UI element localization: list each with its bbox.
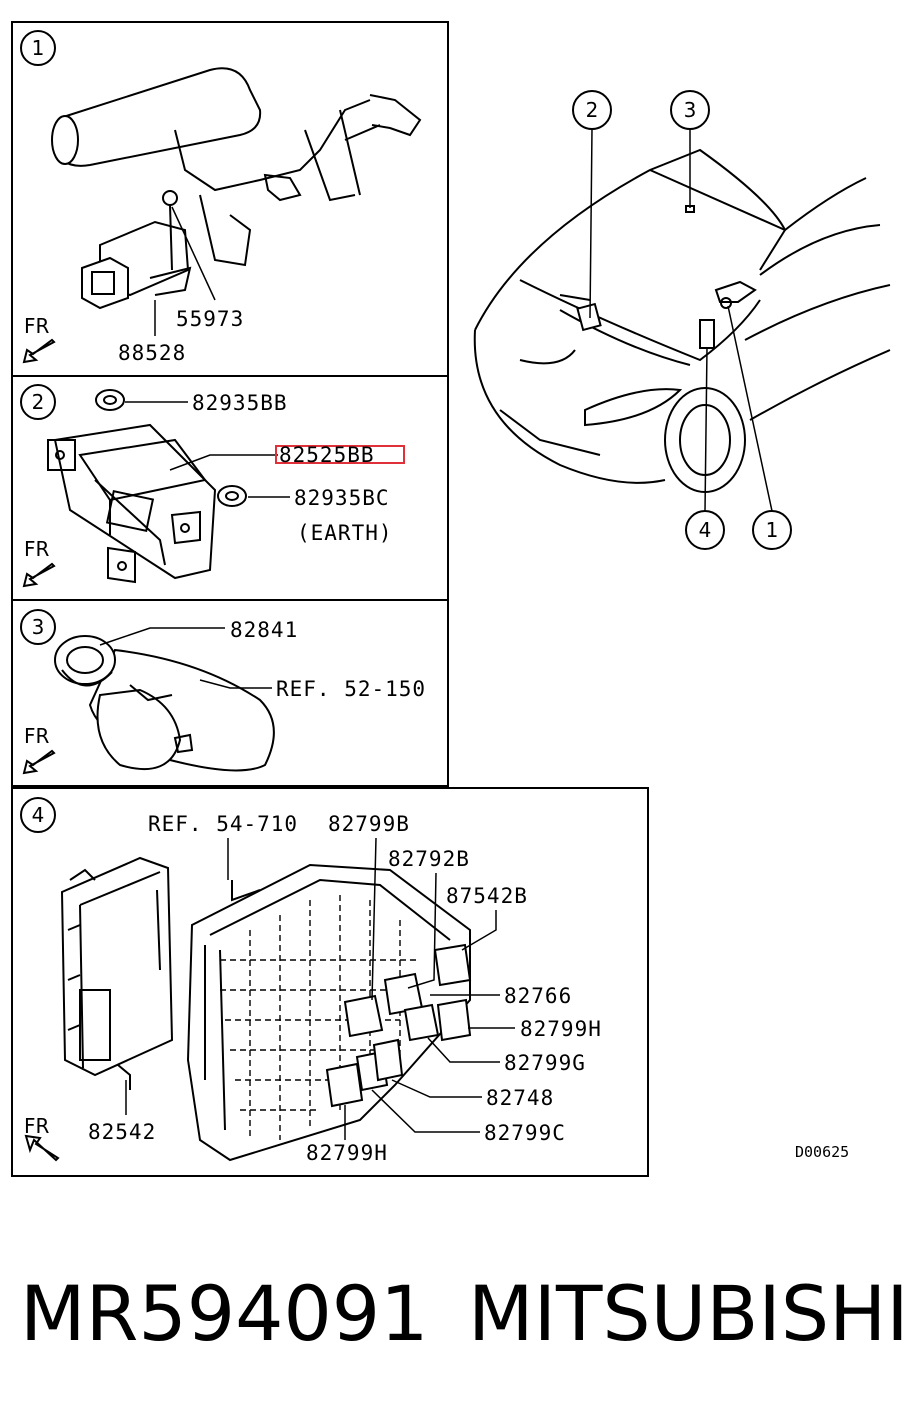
part-82799H-bottom: 82799H — [306, 1141, 388, 1165]
brand-name: MITSUBISHI — [468, 1269, 909, 1358]
part-88528: 88528 — [118, 341, 186, 365]
callout-1: 1 — [766, 518, 779, 542]
part-82799B: 82799B — [328, 812, 410, 836]
ref-54-710: REF. 54-710 — [148, 812, 298, 836]
panel-4: 4 — [11, 787, 649, 1177]
part-82766: 82766 — [504, 984, 572, 1008]
panel-4-index-circle — [20, 797, 56, 833]
part-number: MR594091 — [20, 1269, 429, 1358]
fr-label: FR — [24, 314, 50, 338]
callout-2-leader — [589, 128, 593, 319]
leader-82525BB — [169, 454, 278, 471]
panel-1: 1 55973 88528 FR — [11, 21, 449, 377]
panel-3-index: 3 — [32, 615, 45, 639]
part-82542: 82542 — [88, 1120, 156, 1144]
relays-drawing — [325, 943, 472, 1108]
part-82525BB: 82525BB — [279, 443, 375, 467]
panel-2-index: 2 — [32, 390, 45, 414]
part-82799G: 82799G — [504, 1051, 586, 1075]
callout-4: 4 — [699, 518, 712, 542]
etacs-module-drawing — [60, 856, 174, 1090]
fr-arrow-icon — [22, 338, 56, 364]
panel-4-index: 4 — [32, 803, 45, 827]
steering-column-drawing — [51, 67, 422, 267]
vehicle-drawing — [473, 148, 891, 493]
panel-2: 2 82935BB 82525BB 82935BC (EARTH) FR — [11, 375, 449, 601]
leader-82799B — [371, 837, 377, 1001]
part-82799H-right: 82799H — [520, 1017, 602, 1041]
highlight-box — [275, 445, 405, 464]
callout-2: 2 — [586, 98, 599, 122]
panel-1-index-circle — [20, 30, 56, 66]
fr-label: FR — [24, 724, 50, 748]
panel-3: 3 82841 REF. 52-150 FR — [11, 599, 449, 787]
fr-label: FR — [24, 1114, 50, 1138]
sensor-module-drawing — [81, 190, 192, 310]
part-55973: 55973 — [176, 307, 244, 331]
fr-arrow-icon — [22, 562, 56, 588]
callout-3: 3 — [684, 98, 697, 122]
panel-3-index-circle — [20, 609, 56, 645]
leader-82841 — [99, 627, 225, 646]
junction-block-drawing — [186, 863, 471, 1162]
figure-code: D00625 — [795, 1143, 849, 1161]
part-82841: 82841 — [230, 618, 298, 642]
rain-sensor-mirror-drawing — [54, 635, 275, 772]
panel-4-frame — [11, 787, 649, 1177]
panel-1-index: 1 — [32, 36, 45, 60]
callout-4-leader — [704, 347, 708, 512]
fr-arrow-icon — [22, 749, 56, 775]
part-82935BB: 82935BB — [192, 391, 288, 415]
earth-note: (EARTH) — [297, 521, 393, 545]
leader-55973 — [171, 206, 216, 301]
part-82799C: 82799C — [484, 1121, 566, 1145]
callout-1-leader — [727, 305, 773, 512]
fr-arrow-icon — [24, 1134, 60, 1162]
part-82792B: 82792B — [388, 847, 470, 871]
control-unit-drawing — [47, 389, 247, 584]
panel-2-index-circle — [20, 384, 56, 420]
fr-label: FR — [24, 537, 50, 561]
panel-3-frame — [11, 599, 449, 787]
leader-87542B — [461, 910, 497, 951]
part-82748: 82748 — [486, 1086, 554, 1110]
part-87542B: 87542B — [446, 884, 528, 908]
part-82935BC: 82935BC — [294, 486, 390, 510]
vehicle-overview: 2 3 4 1 — [473, 90, 891, 550]
ref-52-150: REF. 52-150 — [276, 677, 426, 701]
leader-82799G — [427, 1037, 500, 1063]
leader-ref-52-150 — [199, 679, 272, 689]
leader-82792B — [407, 872, 437, 989]
leader-82748 — [391, 1079, 482, 1098]
leader-82799C — [371, 1089, 480, 1133]
